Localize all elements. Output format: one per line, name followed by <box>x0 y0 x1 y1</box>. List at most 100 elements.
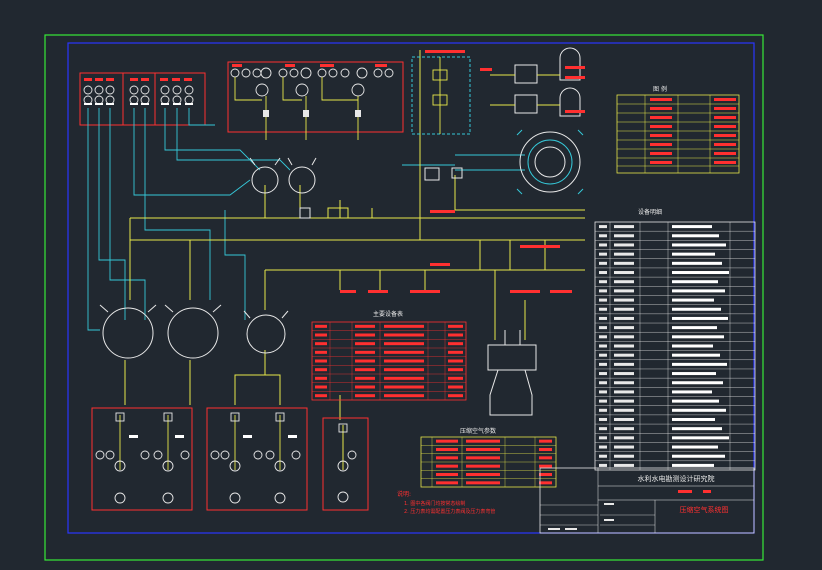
equipment-cell <box>672 362 727 366</box>
equipment-cell <box>614 399 634 403</box>
equipment-cell <box>672 307 721 311</box>
equipment-cell <box>672 427 722 431</box>
equipment-cell <box>614 307 634 311</box>
main-air-piping <box>124 50 585 420</box>
flow-cell <box>466 448 500 451</box>
valve-cell <box>315 359 327 363</box>
valve-cell <box>448 342 463 346</box>
equipment-cell <box>599 372 607 376</box>
notes-line-1: 1. 图中各阀门均按常态绘制 <box>404 500 465 507</box>
equipment-cell <box>614 381 634 385</box>
legend-table: 图 例 <box>616 85 740 174</box>
equipment-cell <box>672 225 712 229</box>
valve-cell <box>448 394 463 398</box>
equipment-cell <box>599 335 607 339</box>
equipment-cell <box>599 454 607 458</box>
flow-table-heading: 压缩空气参数 <box>460 427 496 435</box>
cyan-piping <box>87 50 525 331</box>
equipment-cell <box>614 335 634 339</box>
equipment-cell <box>672 316 728 320</box>
equipment-cell <box>614 362 634 366</box>
valve-cell <box>384 350 424 354</box>
flow-cell <box>436 464 458 468</box>
equipment-cell <box>614 436 634 440</box>
equipment-cell <box>599 390 607 394</box>
equipment-cell <box>599 381 607 385</box>
valve-cell <box>355 324 375 328</box>
valve-cell <box>384 368 424 372</box>
valve-cell <box>384 324 424 328</box>
equipment-cell <box>614 298 634 302</box>
equipment-cell <box>672 390 712 394</box>
equipment-cell <box>599 243 607 247</box>
flow-cell <box>539 456 552 460</box>
valve-cell <box>448 385 463 389</box>
valve-cell <box>355 350 375 354</box>
valve-cell <box>315 376 327 380</box>
equipment-cell <box>614 390 634 394</box>
equipment-cell <box>614 316 634 320</box>
valve-cell <box>448 376 463 380</box>
equipment-cell <box>599 326 607 330</box>
equipment-cell <box>672 408 726 412</box>
equipment-cell <box>614 445 634 449</box>
equipment-cell <box>672 454 725 458</box>
flow-cell <box>436 439 458 443</box>
compressor-pair-middle <box>249 157 349 219</box>
valve-cell <box>315 324 327 328</box>
drawing-title: 压缩空气系统图 <box>680 505 729 514</box>
equipment-cell <box>614 427 634 431</box>
turbine-draft-tube <box>487 330 537 416</box>
valve-cell <box>384 359 424 363</box>
equipment-cell <box>672 381 723 385</box>
valve-cell <box>355 333 375 337</box>
storage-tanks-top-right <box>490 47 581 117</box>
equipment-cell <box>672 417 715 421</box>
equipment-cell <box>599 225 607 229</box>
valve-cell <box>315 394 327 398</box>
equipment-cell <box>599 445 607 449</box>
valve-table-heading: 主要设备表 <box>373 310 403 318</box>
valve-cell <box>355 342 375 346</box>
equipment-cell <box>614 280 634 284</box>
valve-cell <box>448 350 463 354</box>
equipment-cell <box>599 463 607 467</box>
valve-cell <box>315 342 327 346</box>
valve-cell <box>315 385 327 389</box>
valve-table: 主要设备表 <box>311 310 467 401</box>
valve-cell <box>448 333 463 337</box>
equipment-cell <box>672 252 715 256</box>
inner-frame <box>67 42 755 534</box>
small-cabinet <box>424 167 463 181</box>
equipment-cell <box>599 271 607 275</box>
equipment-table: 设备明细 <box>594 208 756 471</box>
air-receivers <box>99 304 289 359</box>
top-center-gauge-panel <box>227 61 404 140</box>
equipment-cell <box>672 335 724 339</box>
institute-name: 水利水电勘测设计研究院 <box>638 474 715 483</box>
equipment-cell <box>599 399 607 403</box>
bottom-motor-panel-1 <box>91 407 193 511</box>
valve-cell <box>448 368 463 372</box>
valve-cell <box>355 368 375 372</box>
equipment-cell <box>614 353 634 357</box>
equipment-cell <box>614 225 634 229</box>
generator-ring <box>516 129 584 195</box>
valve-cell <box>355 376 375 380</box>
equipment-cell <box>672 353 720 357</box>
valve-cell <box>315 368 327 372</box>
equipment-cell <box>672 261 722 265</box>
equipment-cell <box>599 307 607 311</box>
equipment-cell <box>672 234 719 238</box>
flow-cell <box>466 456 500 460</box>
equipment-cell <box>599 316 607 320</box>
valve-cell <box>448 324 463 328</box>
equipment-cell <box>614 417 634 421</box>
equipment-cell <box>599 289 607 293</box>
equipment-cell <box>614 252 634 256</box>
equipment-cell <box>599 261 607 265</box>
equipment-cell <box>672 326 717 330</box>
cyan-dashed-box <box>411 56 471 135</box>
equipment-cell <box>672 372 716 376</box>
flow-cell <box>539 481 552 485</box>
